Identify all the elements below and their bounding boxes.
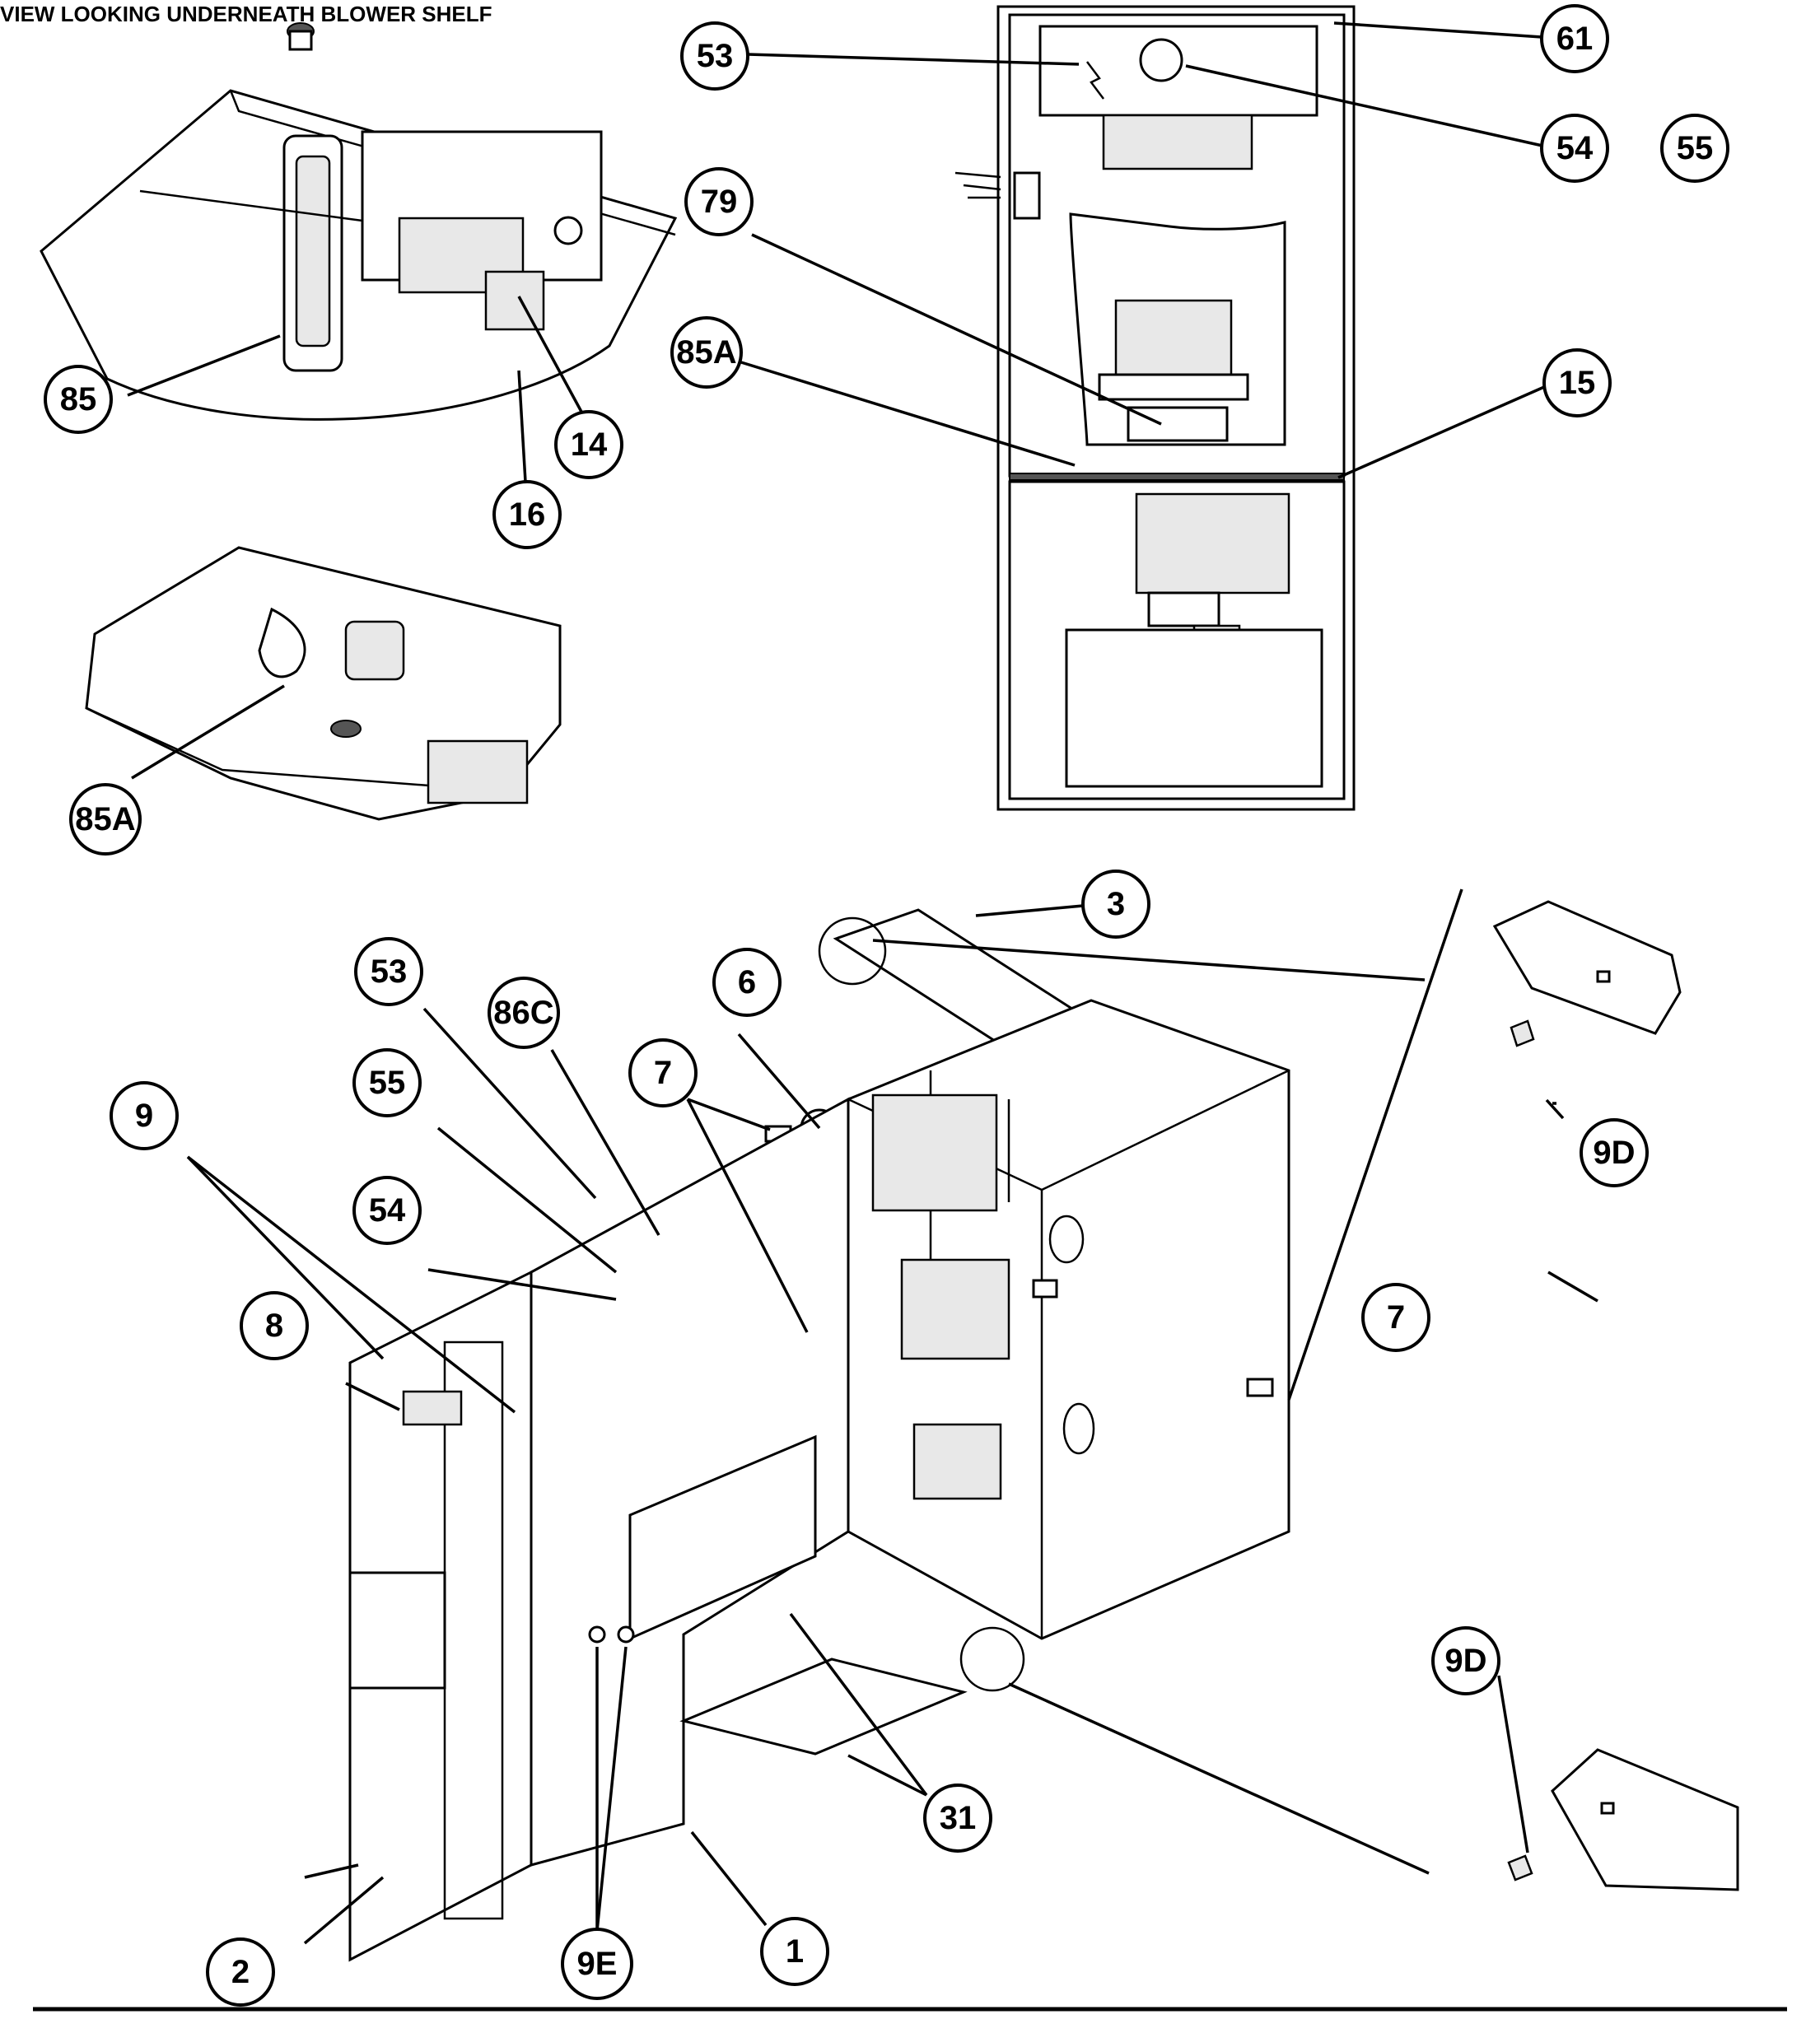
svg-text:9D: 9D <box>1444 1643 1486 1679</box>
callout-6: 6 <box>712 948 782 1017</box>
svg-text:9D: 9D <box>1593 1135 1635 1171</box>
svg-text:3: 3 <box>1107 886 1125 922</box>
furnace-cabinet-exploded <box>348 908 1290 1962</box>
svg-text:85: 85 <box>60 381 97 417</box>
svg-text:1: 1 <box>786 1933 804 1970</box>
svg-text:6: 6 <box>738 964 756 1000</box>
callout-54-top: 54 <box>1540 114 1609 183</box>
callout-14: 14 <box>554 410 623 479</box>
callout-53-top: 53 <box>680 21 749 91</box>
callout-15: 15 <box>1542 348 1612 417</box>
svg-text:55: 55 <box>369 1065 406 1101</box>
furnace-front-view <box>954 5 1356 811</box>
callout-55-mid: 55 <box>352 1048 422 1117</box>
callout-85: 85 <box>44 365 113 434</box>
svg-text:9E: 9E <box>577 1946 618 1982</box>
svg-text:55: 55 <box>1677 130 1714 166</box>
svg-text:53: 53 <box>371 954 408 990</box>
callout-3: 3 <box>1081 870 1150 939</box>
callout-9: 9 <box>110 1081 179 1150</box>
callout-8: 8 <box>240 1291 309 1360</box>
callout-55-top: 55 <box>1660 114 1729 183</box>
callout-9d-top: 9D <box>1580 1118 1649 1187</box>
leader-lines <box>127 21 1598 1945</box>
callout-7-right: 7 <box>1361 1283 1430 1352</box>
callout-85a-top: 85A <box>670 316 743 389</box>
callout-54-mid: 54 <box>352 1176 422 1245</box>
svg-text:16: 16 <box>509 497 546 533</box>
svg-text:14: 14 <box>571 427 608 463</box>
svg-text:53: 53 <box>697 38 734 74</box>
callout-16: 16 <box>492 480 562 549</box>
callout-2: 2 <box>206 1937 275 2007</box>
svg-text:7: 7 <box>654 1055 672 1091</box>
diagram-heading: VIEW LOOKING UNDERNEATH BLOWER SHELF <box>0 2 492 26</box>
svg-text:31: 31 <box>940 1800 977 1836</box>
svg-text:85A: 85A <box>75 801 135 837</box>
svg-text:2: 2 <box>231 1954 250 1990</box>
callout-79: 79 <box>684 167 754 236</box>
svg-text:8: 8 <box>265 1308 283 1344</box>
callout-7-mid: 7 <box>628 1038 698 1107</box>
callout-31: 31 <box>923 1784 992 1853</box>
blower-shelf-view <box>40 22 678 421</box>
callout-9d-bottom: 9D <box>1431 1626 1500 1695</box>
svg-text:54: 54 <box>1556 130 1594 166</box>
callout-61: 61 <box>1540 4 1609 73</box>
callout-86c: 86C <box>488 977 560 1049</box>
callout-53-mid: 53 <box>354 937 423 1006</box>
svg-text:61: 61 <box>1556 21 1594 57</box>
svg-text:79: 79 <box>701 184 738 220</box>
svg-text:86C: 86C <box>493 995 553 1031</box>
svg-text:7: 7 <box>1387 1299 1405 1336</box>
pressure-switch-detail <box>85 546 562 821</box>
callout-1: 1 <box>760 1917 829 1986</box>
callout-85a-left: 85A <box>69 783 142 856</box>
clip-detail-bottom <box>1507 1748 1739 1891</box>
svg-text:15: 15 <box>1559 365 1596 401</box>
svg-text:85A: 85A <box>676 334 736 371</box>
svg-text:9: 9 <box>135 1098 153 1134</box>
svg-text:54: 54 <box>369 1192 406 1229</box>
clip-detail-top <box>1492 900 1682 1047</box>
callout-9e: 9E <box>561 1928 633 2000</box>
